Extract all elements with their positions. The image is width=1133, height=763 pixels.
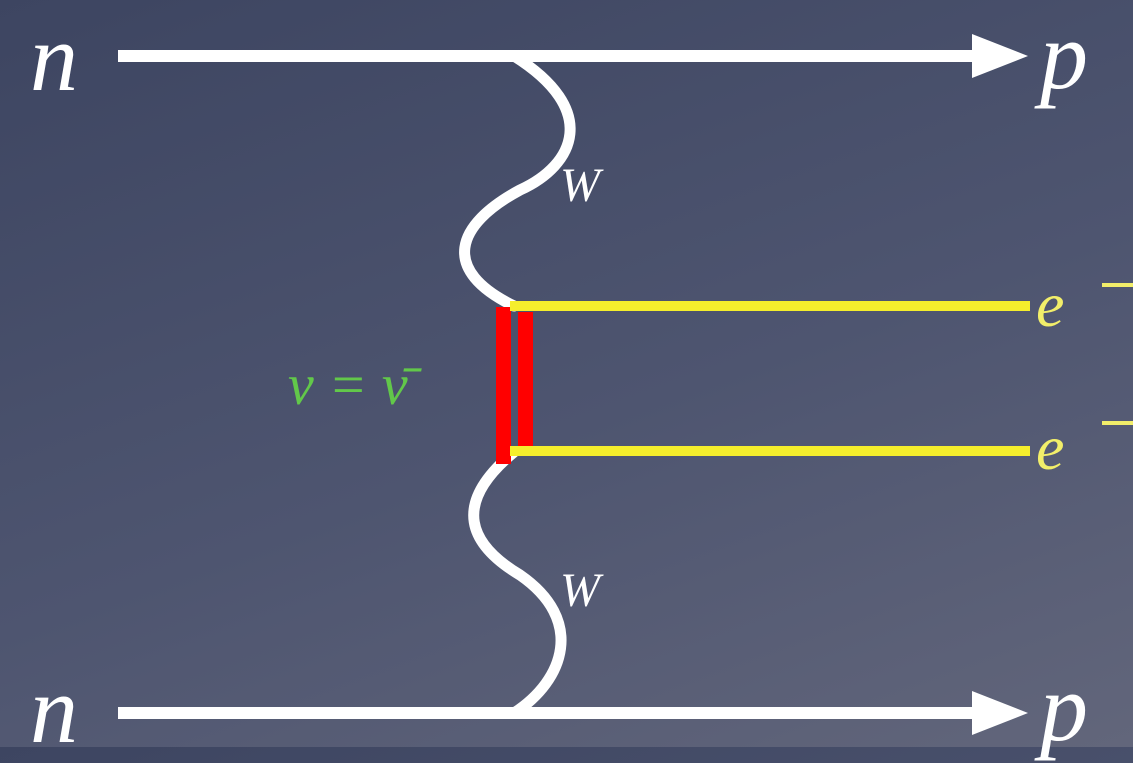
bottom-w-boson-line — [468, 446, 567, 719]
neutrino-line-left — [496, 307, 511, 464]
bottom-nucleon-arrowhead — [972, 691, 1028, 735]
electron-bottom-label: e — [1036, 412, 1065, 483]
diagram-canvas — [459, 34, 1133, 735]
electron-top-label: e — [1036, 269, 1065, 340]
top-w-boson-label: W — [560, 159, 600, 212]
neutrino-line-right — [518, 312, 533, 446]
top-neutron-label: n — [30, 4, 78, 111]
top-proton-label: p — [1040, 2, 1088, 109]
majorana-neutrino-label: ν = ν̄ — [288, 352, 408, 417]
top-w-boson-line — [459, 50, 576, 312]
top-nucleon-arrowhead — [972, 34, 1028, 78]
feynman-diagram: n p n p W W e e ν = ν̄ — [30, 2, 1133, 735]
bottom-neutron-label: n — [30, 656, 78, 763]
bottom-proton-label: p — [1040, 654, 1088, 761]
bottom-w-boson-label: W — [560, 564, 600, 617]
